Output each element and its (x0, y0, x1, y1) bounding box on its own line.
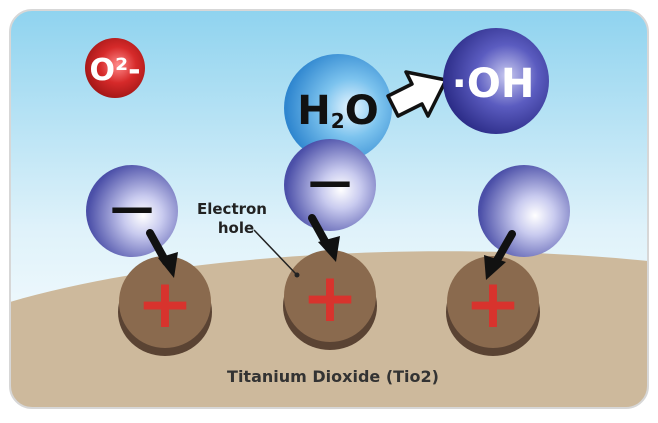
water-molecule: H2O (284, 54, 392, 162)
electron-hole-center: + (283, 250, 377, 350)
transfer-arrow-center (308, 214, 340, 262)
electron-minus-center: — (308, 156, 352, 207)
water-subscript: 2 (331, 109, 345, 133)
electron-hole-callout: Electron hole (197, 200, 300, 278)
electron-minus-left: — (110, 182, 154, 233)
callout-line1: Electron (197, 200, 267, 218)
hole-plus-center: + (302, 259, 359, 338)
callout-line2: hole (218, 219, 254, 237)
superoxide-molecule: O²- (85, 38, 145, 98)
superoxide-label: O²- (89, 53, 140, 88)
electron-hole-right: + (446, 256, 540, 356)
hole-plus-left: + (137, 265, 194, 344)
water-h: H (297, 88, 330, 134)
hydroxyl-label: ·OH (452, 61, 535, 107)
electron-right (478, 165, 570, 257)
electron-hole-left: + (118, 256, 212, 356)
hydroxyl-radical: ·OH (443, 28, 549, 134)
water-o: O (345, 88, 379, 134)
transfer-arrow-right (484, 230, 516, 280)
electron-left: — (86, 165, 178, 257)
electron-center: — (284, 139, 376, 231)
transformation-arrow (386, 70, 448, 118)
hole-plus-right: + (465, 265, 522, 344)
transfer-arrow-left (146, 229, 178, 278)
svg-text:H2O: H2O (297, 88, 378, 134)
diagram-frame (9, 9, 649, 409)
substrate-label: Titanium Dioxide (Tio2) (227, 367, 439, 386)
